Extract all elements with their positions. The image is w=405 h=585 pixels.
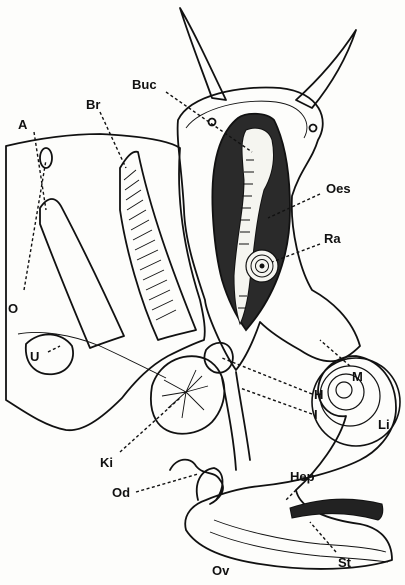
gill-lamellae (124, 170, 176, 320)
leader-I (240, 388, 312, 414)
label-oesophagus: Oes (326, 182, 351, 195)
left-tentacle (180, 8, 226, 100)
label-buccal: Buc (132, 78, 157, 91)
visceral-hump (185, 356, 396, 569)
label-radula: Ra (324, 232, 341, 245)
leader-Od (136, 474, 198, 492)
leader-O (24, 160, 46, 290)
label-mantle: M (352, 370, 363, 383)
label-stomach: St (338, 556, 351, 569)
gill-fold (120, 152, 196, 340)
leader-Br (100, 112, 126, 168)
label-kidney: Ki (100, 456, 113, 469)
osphradium-fold (40, 199, 124, 348)
stomach-band (290, 499, 383, 520)
leader-A (34, 132, 46, 210)
label-hepatopancreas: Hep (290, 470, 315, 483)
label-ureter: U (30, 350, 39, 363)
osphradium (40, 148, 52, 168)
label-liver: Li (378, 418, 390, 431)
label-intestine: I (314, 408, 318, 421)
label-anus: A (18, 118, 27, 131)
leader-H (222, 358, 312, 394)
leader-U (48, 346, 60, 352)
label-heart: H (314, 388, 323, 401)
leader-St (310, 522, 336, 552)
intestine-tube (222, 372, 250, 470)
label-ovary: Ov (212, 564, 229, 577)
mantle-vessel (18, 333, 166, 379)
leader-Ki (120, 398, 180, 452)
kidney-texture (162, 370, 208, 418)
ovary-texture (210, 520, 388, 562)
radula-coil (246, 250, 278, 282)
right-eye (310, 125, 317, 132)
leader-Hep (286, 486, 300, 500)
label-oviduct: Od (112, 486, 130, 499)
right-tentacle (296, 30, 356, 108)
label-osphradium: O (8, 302, 18, 315)
kidney (151, 356, 225, 434)
label-gill: Br (86, 98, 100, 111)
